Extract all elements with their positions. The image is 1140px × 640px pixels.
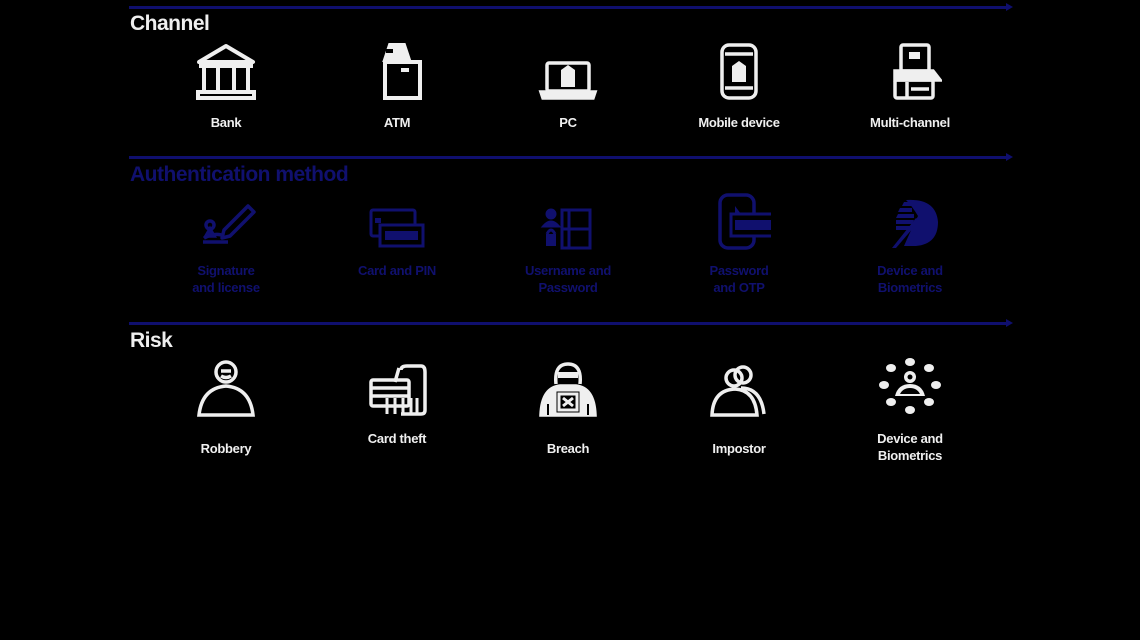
- risk-item-card-theft: Card theft: [312, 358, 482, 447]
- arrow-head-icon: [1006, 3, 1013, 11]
- section-title-channel: Channel: [130, 12, 210, 35]
- mobile-device-icon: [707, 42, 771, 102]
- bank-icon: [194, 42, 258, 102]
- label-impostor: Impostor: [712, 441, 766, 456]
- auth-item-username-password: Username and Password: [483, 192, 653, 296]
- network-person-icon: [878, 358, 942, 418]
- password-otp-icon: [707, 192, 771, 252]
- label-card-pin: Card and PIN: [357, 263, 437, 278]
- label-signature-license: Signature and license: [192, 263, 260, 295]
- label-username-password: Username and Password: [525, 263, 611, 295]
- arrow-head-icon: [1006, 319, 1013, 327]
- label-mobile-device: Mobile device: [698, 115, 780, 130]
- label-pc: PC: [559, 115, 577, 130]
- auth-item-password-otp: Password and OTP: [654, 192, 824, 296]
- impostor-people-icon: [707, 358, 771, 418]
- risk-item-device-biometrics: Device and Biometrics: [825, 358, 995, 464]
- label-bank: Bank: [210, 115, 242, 130]
- robber-person-icon: [194, 358, 258, 418]
- label-robbery: Robbery: [200, 441, 252, 456]
- channel-item-atm: ATM: [312, 42, 482, 131]
- label-device-biometrics-auth: Device and Biometrics: [877, 263, 943, 295]
- hacker-breach-icon: [536, 358, 600, 418]
- multi-channel-icon: [878, 42, 942, 102]
- section-title-risk: Risk: [130, 329, 173, 352]
- label-device-biometrics-risk: Device and Biometrics: [877, 431, 943, 463]
- auth-item-card-pin: Card and PIN: [312, 192, 482, 279]
- channel-item-multi-channel: Multi-channel: [825, 42, 995, 131]
- signature-pen-icon: [194, 192, 258, 252]
- label-breach: Breach: [546, 441, 590, 456]
- channel-item-bank: Bank: [141, 42, 311, 131]
- risk-item-impostor: Impostor: [654, 358, 824, 457]
- arrow-head-icon: [1006, 153, 1013, 161]
- section-title-authentication: Authentication method: [130, 163, 349, 186]
- risk-item-robbery: Robbery: [141, 358, 311, 457]
- fingerprint-icon: [878, 192, 942, 252]
- card-pin-icon: [365, 192, 429, 252]
- label-atm: ATM: [383, 115, 411, 130]
- auth-item-device-biometrics: Device and Biometrics: [825, 192, 995, 296]
- label-multi-channel: Multi-channel: [870, 115, 950, 130]
- channel-divider-arrow: [129, 3, 1013, 11]
- risk-divider-arrow: [129, 319, 1013, 327]
- atm-icon: [365, 42, 429, 102]
- label-password-otp: Password and OTP: [709, 263, 769, 295]
- risk-item-breach: Breach: [483, 358, 653, 457]
- card-theft-icon: [365, 358, 429, 418]
- label-card-theft: Card theft: [367, 431, 427, 446]
- channel-item-mobile-device: Mobile device: [654, 42, 824, 131]
- auth-item-signature: Signature and license: [141, 192, 311, 296]
- channel-item-pc: PC: [483, 42, 653, 131]
- authentication-divider-arrow: [129, 153, 1013, 161]
- laptop-icon: [536, 42, 600, 102]
- username-password-icon: [536, 192, 600, 252]
